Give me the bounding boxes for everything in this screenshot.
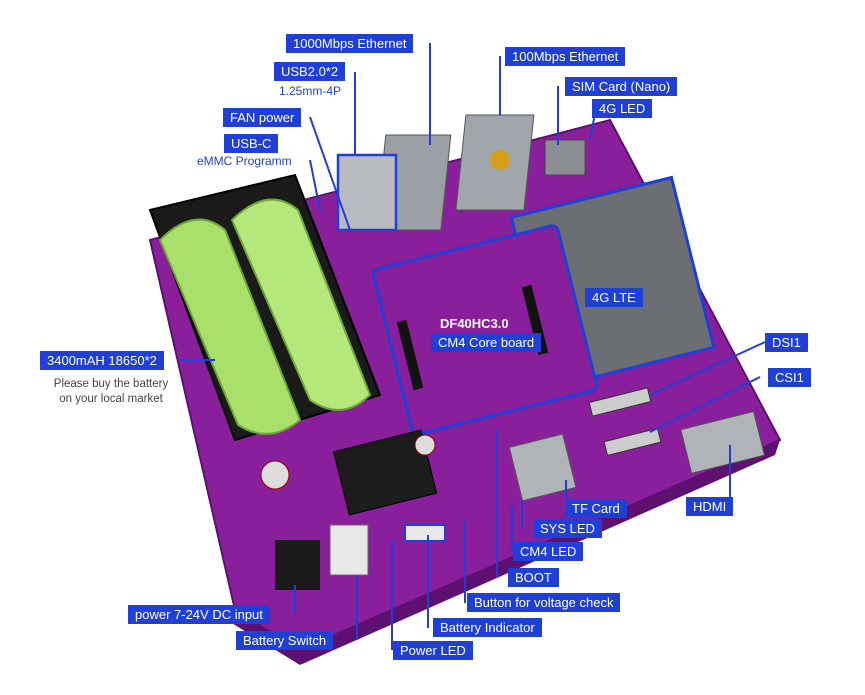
- label-4g-lte: 4G LTE: [585, 288, 643, 307]
- label-cm4-led: CM4 LED: [513, 542, 584, 561]
- label-power-input: power 7-24V DC input: [128, 605, 270, 624]
- label-core-line2: CM4 Core board: [431, 333, 542, 352]
- battery-note-line1: Please buy the battery: [53, 378, 169, 390]
- hdmi-port: [680, 410, 766, 474]
- label-usb2-sub: 1.25mm-4P: [279, 84, 342, 98]
- label-tf-card: TF Card: [565, 499, 627, 518]
- battery-indicator-leds: [404, 524, 446, 542]
- label-button-voltage: Button for voltage check: [467, 593, 621, 612]
- battery-cell-left-icon: [158, 218, 302, 435]
- label-ethernet-1000: 1000Mbps Ethernet: [286, 34, 414, 53]
- battery-note-line2: on your local market: [59, 393, 163, 405]
- label-fan-power: FAN power: [223, 108, 302, 127]
- heatsink: [332, 429, 438, 516]
- dc-power-jack: [275, 540, 320, 590]
- label-power-led: Power LED: [393, 641, 473, 660]
- label-hdmi: HDMI: [686, 497, 734, 516]
- cm4-core-board: [372, 224, 598, 436]
- label-battery-switch: Battery Switch: [236, 631, 334, 650]
- capacitor-icon: [414, 434, 436, 456]
- battery-switch: [329, 524, 369, 576]
- sim-slot: [544, 139, 586, 176]
- usb-port: [336, 153, 398, 232]
- label-battery: 3400mAH 18650*2: [40, 351, 164, 370]
- ethernet-logo-icon: [490, 150, 510, 170]
- core-connector-a: [396, 319, 424, 391]
- label-csi: CSI1: [768, 368, 811, 387]
- label-ethernet-100: 100Mbps Ethernet: [505, 47, 626, 66]
- label-core-line1: DF40HC3.0: [440, 316, 509, 331]
- capacitor-icon: [260, 460, 290, 490]
- dsi-connector: [588, 387, 652, 417]
- tf-card-slot: [508, 433, 577, 502]
- label-4g-led: 4G LED: [592, 99, 653, 118]
- leader-lines: [180, 43, 766, 650]
- label-usb2: USB2.0*2: [274, 62, 346, 81]
- label-usbc-sub: eMMC Programm: [197, 154, 292, 168]
- label-sim: SIM Card (Nano): [565, 77, 678, 96]
- label-sys-led: SYS LED: [533, 519, 602, 538]
- label-boot: BOOT: [508, 568, 559, 587]
- battery-cell-right-icon: [230, 198, 372, 411]
- label-usbc: USB-C: [224, 134, 279, 153]
- core-connector-b: [521, 284, 549, 356]
- csi-connector: [603, 427, 662, 456]
- battery-note: Please buy the battery on your local mar…: [36, 377, 186, 407]
- label-dsi: DSI1: [765, 333, 808, 352]
- label-battery-indicator: Battery Indicator: [433, 618, 542, 637]
